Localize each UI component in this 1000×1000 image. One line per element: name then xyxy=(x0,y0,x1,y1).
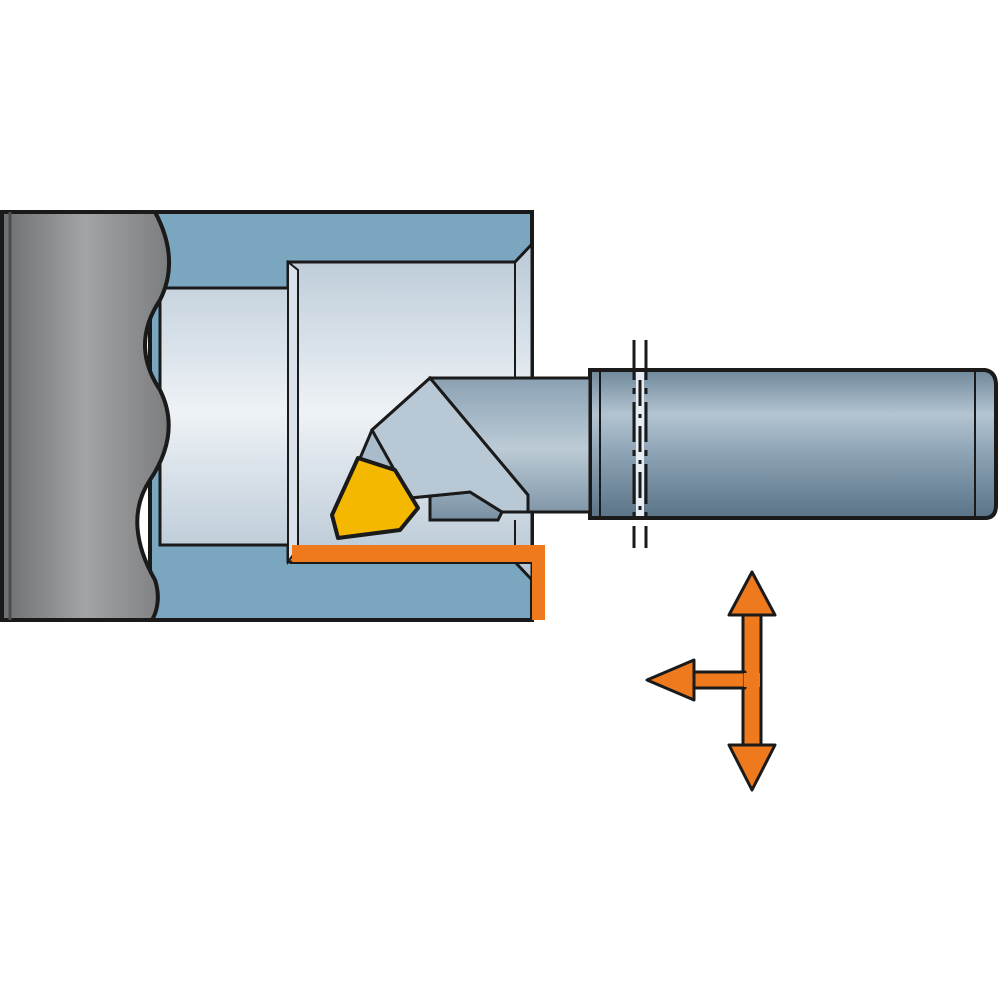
bore-step xyxy=(287,259,299,566)
machined-surface-highlight-icon xyxy=(290,545,545,620)
arrow-stem-horizontal xyxy=(688,670,747,690)
bar-shank xyxy=(588,368,998,520)
boring-bar-holder-icon xyxy=(353,368,998,522)
chuck xyxy=(0,210,172,622)
insert xyxy=(330,456,420,540)
arrow-left-icon xyxy=(645,658,696,702)
trigon-insert-icon xyxy=(330,456,420,540)
arrow-down-icon xyxy=(727,743,777,792)
chuck-jaw-icon xyxy=(0,210,172,622)
bar-head-face xyxy=(370,375,530,514)
clamping-limit-line-icon xyxy=(632,340,648,548)
feed-direction-arrows-icon xyxy=(645,570,777,792)
machined-surface xyxy=(292,545,545,620)
arrow-up-icon xyxy=(727,570,777,617)
arrow-junction xyxy=(744,673,760,687)
